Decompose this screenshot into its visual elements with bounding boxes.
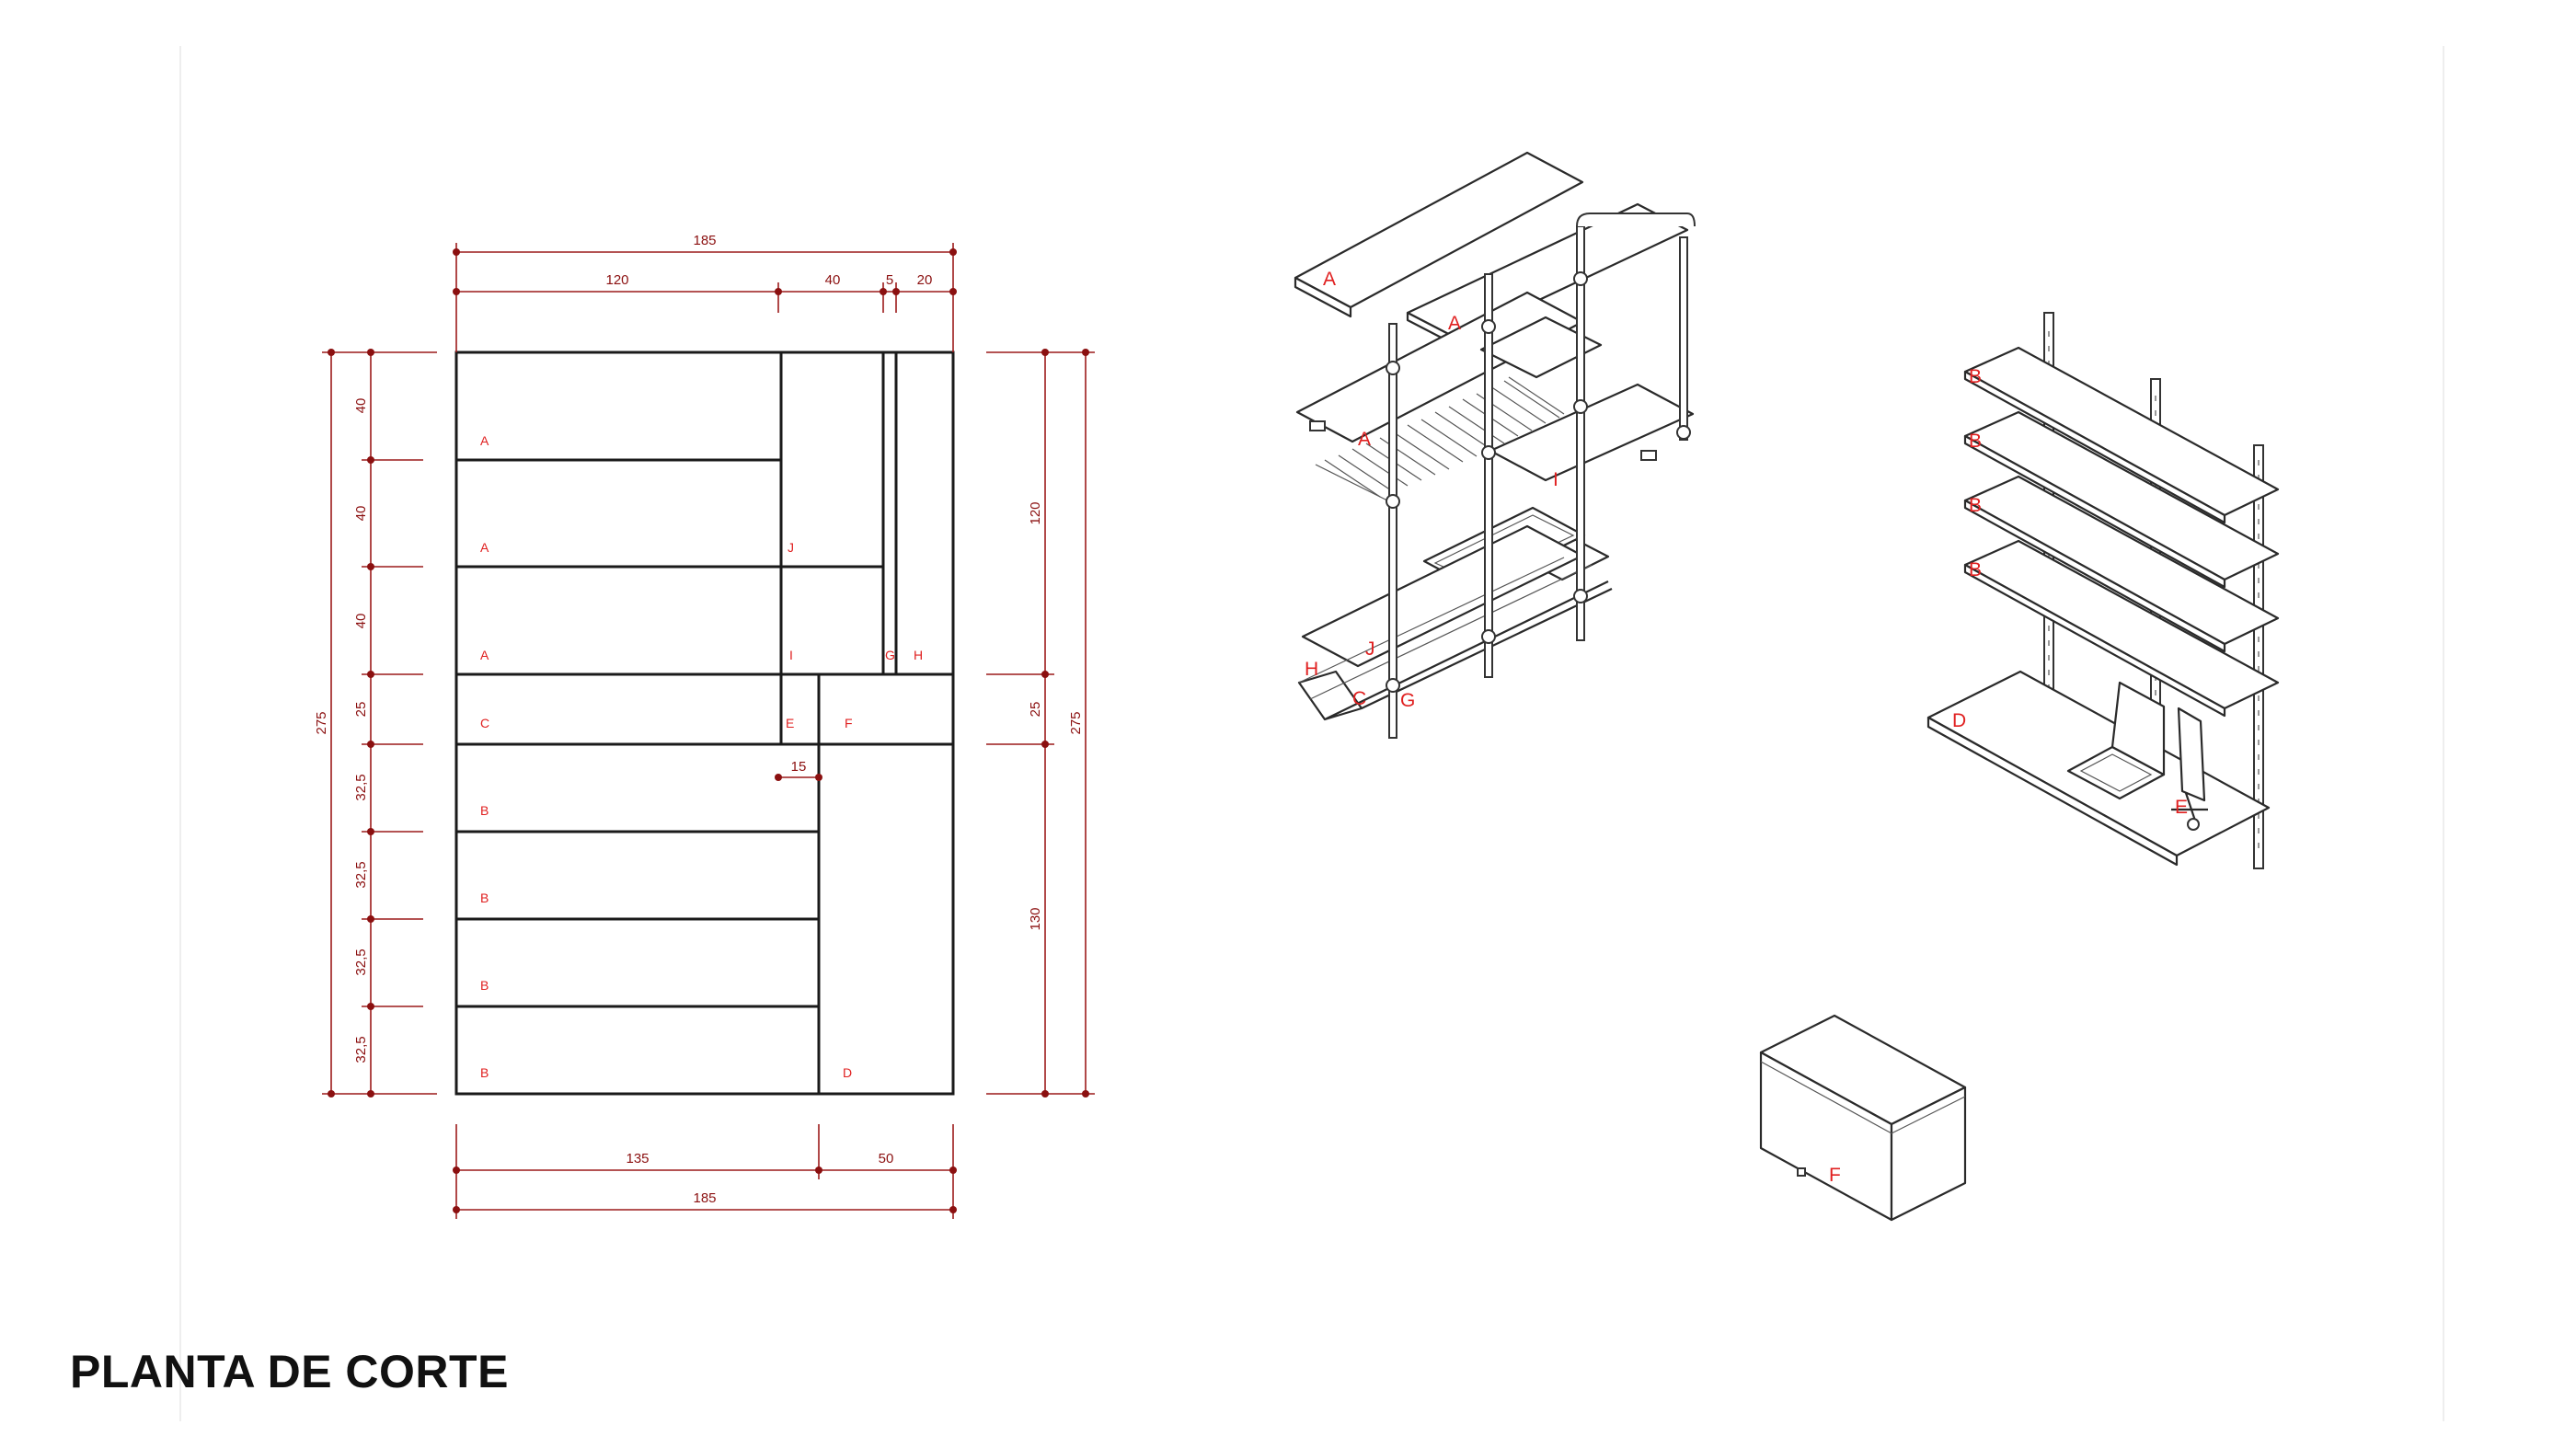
board-divisions <box>456 352 953 1094</box>
iso-pipe-shelving: A A A I J H C G <box>1294 151 1696 739</box>
piece-label-g: G <box>885 648 895 662</box>
dim-left-r2: 40 <box>353 506 369 522</box>
dim-left-r4: 25 <box>353 702 369 718</box>
dim-bottom-total: 185 <box>693 1190 716 1206</box>
dim-top-20: 20 <box>917 272 933 288</box>
dim-right-25: 25 <box>1028 702 1043 718</box>
piece-label-i: I <box>789 648 793 662</box>
dim-left-r3: 40 <box>353 614 369 629</box>
iso-label-a3: A <box>1358 429 1371 450</box>
piece-label-b4: B <box>480 1065 489 1080</box>
iso-storage-box: F <box>1759 1014 1967 1222</box>
dim-left-r8: 32,5 <box>353 1036 369 1063</box>
piece-label-b1: B <box>480 803 489 818</box>
dim-left-r7: 32,5 <box>353 948 369 975</box>
iso-label-g: G <box>1400 690 1415 711</box>
lower-shelf <box>1301 524 1584 668</box>
dim-bottom-50: 50 <box>879 1151 894 1166</box>
pipes <box>1309 213 1696 739</box>
wall-label-b1: B <box>1969 366 1982 387</box>
monitor-icon <box>2177 707 2206 802</box>
iso-label-a1: A <box>1323 269 1336 290</box>
left-dimensions: 275 40 40 40 25 32,5 32,5 32,5 32,5 <box>314 349 437 1097</box>
piece-label-a2: A <box>480 540 489 555</box>
dim-top-5: 5 <box>886 272 893 288</box>
middle-shelf-right <box>1489 383 1695 482</box>
iso-label-i: I <box>1553 469 1558 490</box>
right-dimensions: 120 25 130 275 <box>986 349 1095 1097</box>
piece-label-a1: A <box>480 433 489 448</box>
dim-top-40: 40 <box>825 272 841 288</box>
iso-label-j: J <box>1365 638 1375 660</box>
wall-label-e: E <box>2175 797 2188 818</box>
iso-wall-shelves: B B B B D E <box>1926 312 2280 869</box>
piece-label-e: E <box>786 716 794 730</box>
wall-label-b3: B <box>1969 495 1982 516</box>
piece-label-f: F <box>845 716 853 730</box>
bottom-dimensions: 135 50 185 <box>453 1124 957 1219</box>
piece-labels: A A A C B B B B J I G H E F D <box>480 433 923 1080</box>
top-dimensions: 185 120 40 5 20 <box>453 233 957 352</box>
dim-bottom-135: 135 <box>626 1151 649 1166</box>
board-outline <box>454 351 955 1096</box>
piece-label-c: C <box>480 716 489 730</box>
wall-label-b2: B <box>1969 431 1982 452</box>
dim-inner-15: 15 <box>791 759 807 775</box>
piece-label-d: D <box>843 1065 852 1080</box>
dim-top-120: 120 <box>605 272 628 288</box>
box-label-f: F <box>1829 1165 1841 1186</box>
dim-right-130: 130 <box>1028 907 1043 930</box>
piece-label-b3: B <box>480 978 489 993</box>
box-side <box>1890 1086 1967 1222</box>
piece-label-a3: A <box>480 648 489 662</box>
wall-label-d: D <box>1952 710 1966 731</box>
dim-left-r5: 32,5 <box>353 774 369 800</box>
iso-label-h: H <box>1305 659 1318 680</box>
dim-top-total: 185 <box>693 233 716 248</box>
dim-left-r1: 40 <box>353 398 369 414</box>
dim-left-r6: 32,5 <box>353 861 369 888</box>
piece-label-b2: B <box>480 891 489 905</box>
wall-label-b4: B <box>1969 559 1982 580</box>
cutting-plan: 185 120 40 5 20 135 50 185 <box>314 233 1095 1219</box>
iso-label-c: C <box>1352 688 1366 709</box>
page-title: PLANTA DE CORTE <box>70 1346 509 1397</box>
dim-right-total: 275 <box>1068 711 1084 734</box>
dim-right-120: 120 <box>1028 501 1043 524</box>
dim-left-total: 275 <box>314 711 329 734</box>
piece-label-h: H <box>914 648 923 662</box>
iso-label-a2: A <box>1448 313 1461 334</box>
piece-label-j: J <box>788 540 794 555</box>
inner-dimension: 15 <box>775 759 822 781</box>
